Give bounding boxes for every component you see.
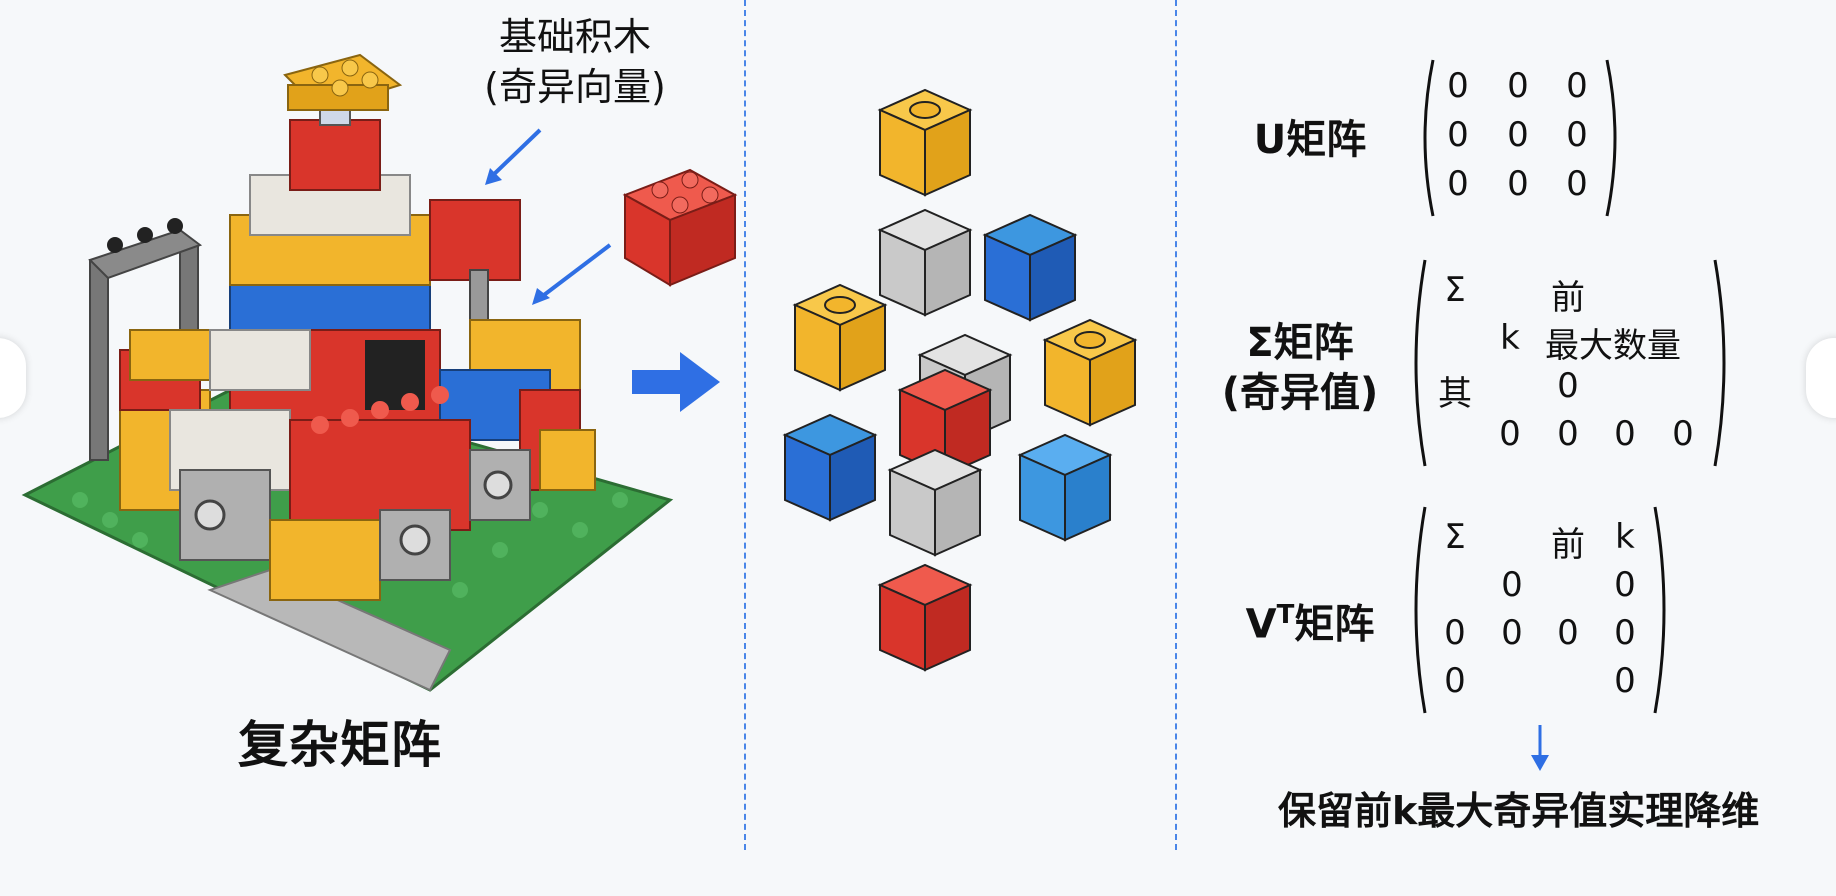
u-cell: 0 <box>1447 164 1469 204</box>
yellow-cube-3 <box>1042 318 1138 427</box>
vt-cell: 0 <box>1614 661 1636 701</box>
sigma-cell: 0 <box>1672 414 1694 454</box>
vt-cell: 0 <box>1614 565 1636 605</box>
sigma-matrix-brackets <box>1414 259 1726 467</box>
vt-matrix-brackets <box>1414 506 1666 714</box>
vt-cell: 0 <box>1501 565 1523 605</box>
sigma-cell: 0 <box>1557 414 1579 454</box>
decomposed-blocks-illustration <box>782 88 1138 672</box>
sigma-matrix: Σ 前 k 最大数量 其 0 0 0 0 0 <box>1405 258 1735 468</box>
sigma-matrix-label: Σ矩阵 (奇异值) <box>1210 318 1390 418</box>
right-arrow-icon <box>632 352 720 412</box>
conclusion-text: 保留前k最大奇异值实理降维 <box>1278 789 1760 833</box>
prev-slide-button[interactable] <box>0 338 26 418</box>
sigma-cell: 0 <box>1499 414 1521 454</box>
red-cube-2 <box>877 563 973 672</box>
vt-cell: 前 <box>1551 525 1585 565</box>
gray-cube-3 <box>887 448 983 557</box>
next-slide-button[interactable] <box>1806 338 1836 418</box>
right-divider <box>1175 0 1177 850</box>
u-matrix-brackets <box>1423 59 1617 217</box>
yellow-cube-1 <box>877 88 973 197</box>
vt-cell: 0 <box>1614 613 1636 653</box>
vt-cell: 0 <box>1557 613 1579 653</box>
u-cell: 0 <box>1507 66 1529 106</box>
blue-cube-2 <box>782 413 878 522</box>
complex-matrix-title: 复杂矩阵 <box>238 716 442 774</box>
vt-label-prefix: V <box>1245 601 1277 648</box>
sigma-label-line-2: (奇异值) <box>1221 370 1379 416</box>
sigma-cell: 最大数量 <box>1545 326 1681 366</box>
blue-cube-3 <box>1017 433 1113 542</box>
u-cell: 0 <box>1566 115 1588 155</box>
callout-line-1: 基础积木 <box>498 15 651 59</box>
sigma-cell: Σ <box>1444 270 1466 310</box>
u-cell: 0 <box>1507 164 1529 204</box>
red-cube-1 <box>897 368 993 477</box>
u-cell: 0 <box>1447 66 1469 106</box>
vt-label-suffix: 矩阵 <box>1294 601 1375 648</box>
basic-blocks-callout: 基础积木 (奇异向量) <box>470 12 680 112</box>
lego-structure-illustration <box>21 53 738 692</box>
vt-cell: k <box>1615 517 1635 557</box>
sigma-cell: 0 <box>1614 414 1636 454</box>
u-cell: 0 <box>1566 66 1588 106</box>
sigma-cell: 其 <box>1438 374 1472 414</box>
u-cell: 0 <box>1566 164 1588 204</box>
u-matrix: 0 0 0 0 0 0 0 0 0 <box>1415 58 1625 218</box>
sigma-cell: k <box>1500 318 1520 358</box>
callout-line-2: (奇异向量) <box>484 65 666 109</box>
down-arrow-icon <box>1531 725 1549 771</box>
u-cell: 0 <box>1447 115 1469 155</box>
u-matrix-label: U矩阵 <box>1253 117 1367 163</box>
vt-matrix: Σ 前 k 0 0 0 0 0 0 0 0 <box>1405 505 1675 715</box>
vt-cell: 0 <box>1501 613 1523 653</box>
sigma-cell: 0 <box>1557 366 1579 406</box>
blue-cube-1 <box>982 213 1078 322</box>
vt-label-sup: T <box>1276 600 1295 630</box>
vt-cell: 0 <box>1444 613 1466 653</box>
yellow-cube-2 <box>792 283 888 392</box>
sigma-cell: 前 <box>1551 278 1585 318</box>
u-cell: 0 <box>1507 115 1529 155</box>
vt-cell: Σ <box>1444 517 1466 557</box>
gray-cube-1 <box>877 208 973 317</box>
vt-matrix-label: VT矩阵 <box>1230 590 1390 649</box>
left-divider <box>744 0 746 850</box>
sigma-label-line-1: Σ矩阵 <box>1246 320 1354 366</box>
vt-cell: 0 <box>1444 661 1466 701</box>
